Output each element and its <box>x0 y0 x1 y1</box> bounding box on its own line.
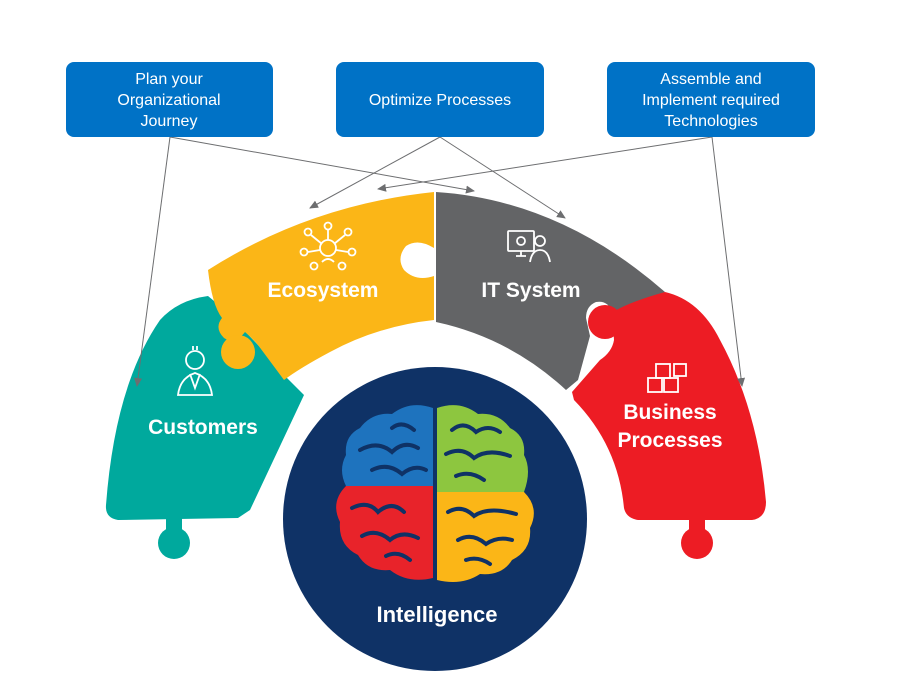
optimize-processes-box: Optimize Processes <box>336 62 544 137</box>
ecosystem-piece <box>208 192 434 380</box>
arrow-optimize-to-ecosystem <box>309 136 441 209</box>
business-processes-tab-top <box>588 305 622 339</box>
customers-tab-neck <box>166 515 182 535</box>
optimize-processes-line1: Optimize Processes <box>369 92 511 109</box>
plan-journey-line3: Journey <box>141 113 198 130</box>
ecosystem-segment: Ecosystem <box>208 192 434 380</box>
connector-arrows <box>134 136 746 387</box>
business-processes-piece <box>572 292 766 520</box>
it-system-piece <box>436 192 665 390</box>
boxes-icon <box>647 363 687 393</box>
assemble-technologies-line2: Implement required <box>642 92 780 109</box>
arrow-optimize-to-it-system <box>439 136 566 219</box>
business-processes-segment: Business Processes <box>572 292 766 559</box>
it-system-segment: IT System <box>436 192 665 390</box>
arrow-plan-to-it-system <box>169 136 475 194</box>
it-system-label: IT System <box>481 279 580 302</box>
assemble-technologies-line3: Technologies <box>664 113 757 130</box>
arrow-assemble-to-ecosystem <box>377 136 713 192</box>
arrow-assemble-to-business <box>711 136 746 387</box>
brain-icon <box>336 404 534 586</box>
customers-label: Customers <box>148 416 258 439</box>
network-icon <box>299 221 357 271</box>
intelligence-label: Intelligence <box>376 602 497 627</box>
plan-journey-line2: Organizational <box>117 92 220 109</box>
assemble-technologies-box: Assemble and Implement required Technolo… <box>607 62 815 137</box>
customer-icon <box>176 346 214 396</box>
it-user-icon <box>507 230 551 263</box>
business-processes-label-line2: Processes <box>617 429 722 452</box>
assemble-technologies-line1: Assemble and <box>660 71 761 88</box>
intelligence-circle: Intelligence <box>283 367 587 671</box>
ecosystem-tab <box>221 335 255 369</box>
plan-journey-box: Plan your Organizational Journey <box>66 62 273 137</box>
plan-journey-line1: Plan your <box>135 71 203 88</box>
ecosystem-label: Ecosystem <box>268 279 379 302</box>
business-processes-label-line1: Business <box>623 401 716 424</box>
arrow-plan-to-customers <box>134 136 171 387</box>
business-processes-tab-neck <box>689 515 705 535</box>
